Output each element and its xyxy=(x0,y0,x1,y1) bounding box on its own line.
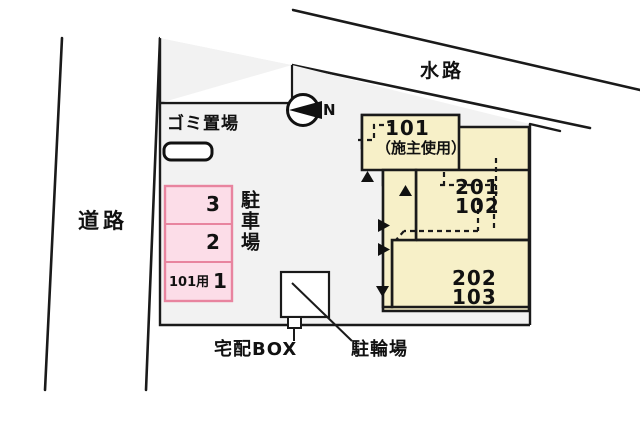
garbage-area-label: ゴミ置場 xyxy=(167,114,239,134)
building-walkway-shape xyxy=(381,168,418,309)
parking-lot-label: 駐車場 xyxy=(237,190,260,253)
delivery-box-label: 宅配BOX xyxy=(214,339,298,360)
unit-101-label: 101 xyxy=(385,116,430,140)
parking-stall-3-shape[interactable] xyxy=(164,185,233,225)
top-white-fill-2 xyxy=(160,65,292,103)
waterway-lines xyxy=(290,8,640,130)
road-boundary-lines xyxy=(43,36,162,392)
parking-stall-3-number: 3 xyxy=(206,192,220,216)
compass-north-icon xyxy=(286,93,322,127)
entrance-marker-up-2 xyxy=(399,185,412,196)
delivery-box-base-shape xyxy=(287,316,302,329)
entrance-marker-up-1 xyxy=(361,171,374,182)
entrance-markers-group xyxy=(361,171,412,297)
site-parcel-outline-left-bottom xyxy=(158,38,530,327)
parking-stall-1-assignment: 101用 xyxy=(169,275,210,290)
unit-102-label: 102 xyxy=(455,194,500,218)
unit-103-label: 103 xyxy=(452,285,497,309)
parking-stalls-group xyxy=(163,184,234,303)
unit-201-label: 201 xyxy=(455,175,500,199)
site-parcel-corner-tick xyxy=(528,122,562,133)
bicycle-parking-label: 駐輪場 xyxy=(351,339,408,360)
unit-entry-dashed-lines xyxy=(358,123,498,241)
bicycle-parking-leader-line xyxy=(291,282,353,342)
entrance-marker-right-2 xyxy=(378,243,390,256)
road-label: 道路 xyxy=(78,209,128,233)
waterway-label: 水路 xyxy=(420,60,465,82)
compass-north-label: N xyxy=(323,101,336,119)
parking-stall-2-number: 2 xyxy=(206,230,220,254)
parking-stall-2-shape[interactable] xyxy=(164,223,233,263)
delivery-box-group xyxy=(279,270,331,341)
entrance-marker-right-1 xyxy=(378,219,390,232)
parking-stalls-outer-border xyxy=(163,184,234,303)
top-white-band xyxy=(160,10,292,65)
entrance-marker-down-1 xyxy=(376,286,389,297)
unit-101-note: （施主使用） xyxy=(376,139,467,157)
parking-stall-1-number: 1 xyxy=(213,269,227,293)
unit-202-label: 202 xyxy=(452,266,497,290)
garbage-area-shape xyxy=(162,141,214,162)
